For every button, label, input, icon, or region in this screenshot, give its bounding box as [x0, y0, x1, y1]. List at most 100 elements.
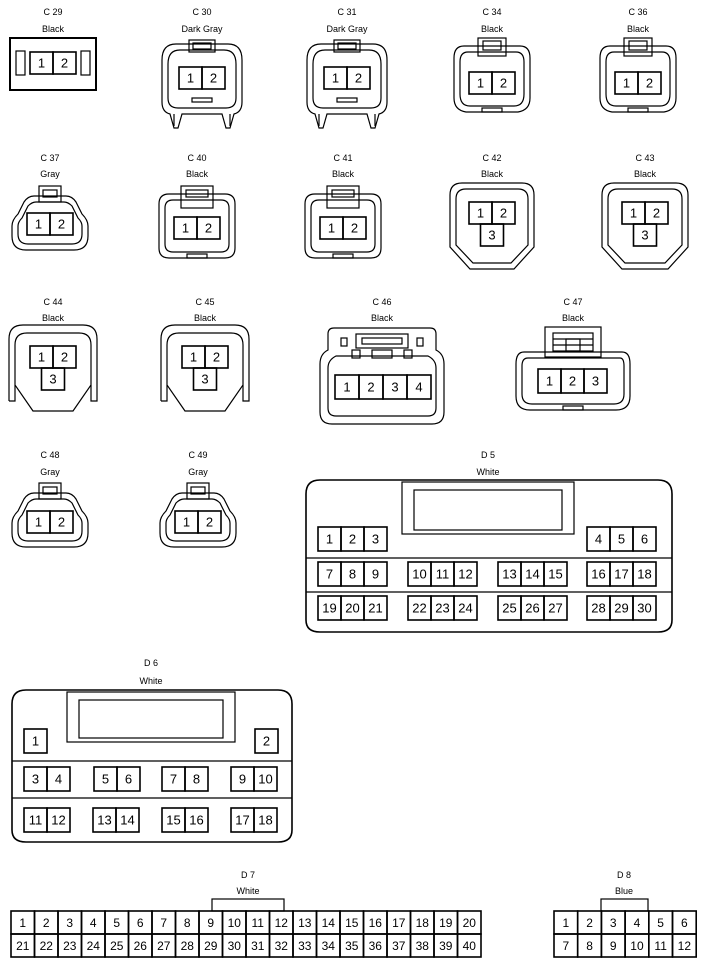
pin-label: 39: [439, 939, 453, 953]
pin-label: 1: [35, 515, 42, 530]
connector-id: C 46: [372, 297, 391, 307]
pin-label: 18: [416, 916, 430, 930]
pin-label: 34: [322, 939, 336, 953]
pin-label: 21: [368, 601, 382, 616]
connector-id: C 30: [192, 7, 211, 17]
pin-label: 17: [614, 567, 628, 582]
pin-label: 8: [349, 567, 356, 582]
pin-label: 6: [641, 532, 648, 547]
pin-label: 4: [415, 380, 422, 395]
pin-label: 29: [204, 939, 218, 953]
pin-label: 1: [38, 56, 45, 71]
pin-label: 8: [184, 916, 191, 930]
pin-label: 3: [592, 374, 599, 389]
pin-label: 2: [58, 515, 65, 530]
connector-color: Black: [634, 169, 657, 179]
connector-id: D 5: [481, 450, 495, 460]
pin-label: 22: [40, 939, 54, 953]
connector-color: Black: [194, 313, 217, 323]
pin-label: 2: [210, 71, 217, 86]
pin-label: 13: [502, 567, 516, 582]
pin-label: 4: [90, 916, 97, 930]
pin-label: 5: [102, 772, 109, 787]
pin-label: 25: [502, 601, 516, 616]
connector-id: C 41: [333, 153, 352, 163]
pin-label: 2: [263, 734, 270, 749]
pin-label: 30: [637, 601, 651, 616]
connector-color: Dark Gray: [181, 24, 223, 34]
pin-label: 23: [435, 601, 449, 616]
pin-label: 1: [343, 380, 350, 395]
pin-label: 1: [477, 206, 484, 221]
pin-label: 3: [488, 228, 495, 243]
connector-id: D 8: [617, 870, 631, 880]
pin-label: 40: [463, 939, 477, 953]
pin-label: 3: [641, 228, 648, 243]
pin-label: 18: [637, 567, 651, 582]
pin-label: 1: [477, 76, 484, 91]
connector-color: Black: [42, 24, 65, 34]
pin-label: 19: [439, 916, 453, 930]
pin-label: 10: [258, 772, 272, 787]
pin-label: 2: [355, 71, 362, 86]
pin-label: 24: [458, 601, 472, 616]
pin-label: 21: [16, 939, 30, 953]
pin-label: 14: [322, 916, 336, 930]
pin-label: 1: [38, 350, 45, 365]
pin-label: 13: [298, 916, 312, 930]
pin-label: 1: [332, 71, 339, 86]
pin-label: 2: [569, 374, 576, 389]
pin-label: 24: [87, 939, 101, 953]
pin-label: 4: [595, 532, 602, 547]
pin-label: 27: [548, 601, 562, 616]
pin-label: 26: [134, 939, 148, 953]
pin-label: 20: [463, 916, 477, 930]
connector-id: C 47: [563, 297, 582, 307]
pin-label: 3: [610, 916, 617, 930]
connector-id: C 44: [43, 297, 62, 307]
pin-label: 12: [678, 939, 692, 953]
connector-color: Black: [371, 313, 394, 323]
pin-label: 1: [32, 734, 39, 749]
pin-label: 2: [205, 221, 212, 236]
pin-label: 11: [252, 916, 265, 930]
pin-label: 14: [525, 567, 539, 582]
connector-color: Black: [481, 24, 504, 34]
connector-color: Black: [42, 313, 65, 323]
connector-id: C 29: [43, 7, 62, 17]
pin-label: 15: [548, 567, 562, 582]
pin-label: 1: [630, 206, 637, 221]
connector-color: Black: [332, 169, 355, 179]
pin-label: 1: [190, 350, 197, 365]
connector-color: Blue: [615, 886, 633, 896]
pin-label: 5: [618, 532, 625, 547]
pin-label: 1: [623, 76, 630, 91]
connector-id: C 42: [482, 153, 501, 163]
connector-color: White: [476, 467, 499, 477]
pin-label: 12: [51, 813, 65, 828]
pin-label: 9: [239, 772, 246, 787]
connector-id: C 49: [188, 450, 207, 460]
pin-label: 15: [345, 916, 359, 930]
pin-label: 1: [326, 532, 333, 547]
pin-label: 2: [349, 532, 356, 547]
pin-label: 7: [170, 772, 177, 787]
pin-label: 10: [412, 567, 426, 582]
pin-label: 16: [369, 916, 383, 930]
connector-color: Dark Gray: [326, 24, 368, 34]
pin-label: 32: [275, 939, 289, 953]
pin-label: 5: [657, 916, 664, 930]
pin-label: 1: [182, 221, 189, 236]
pin-label: 2: [367, 380, 374, 395]
